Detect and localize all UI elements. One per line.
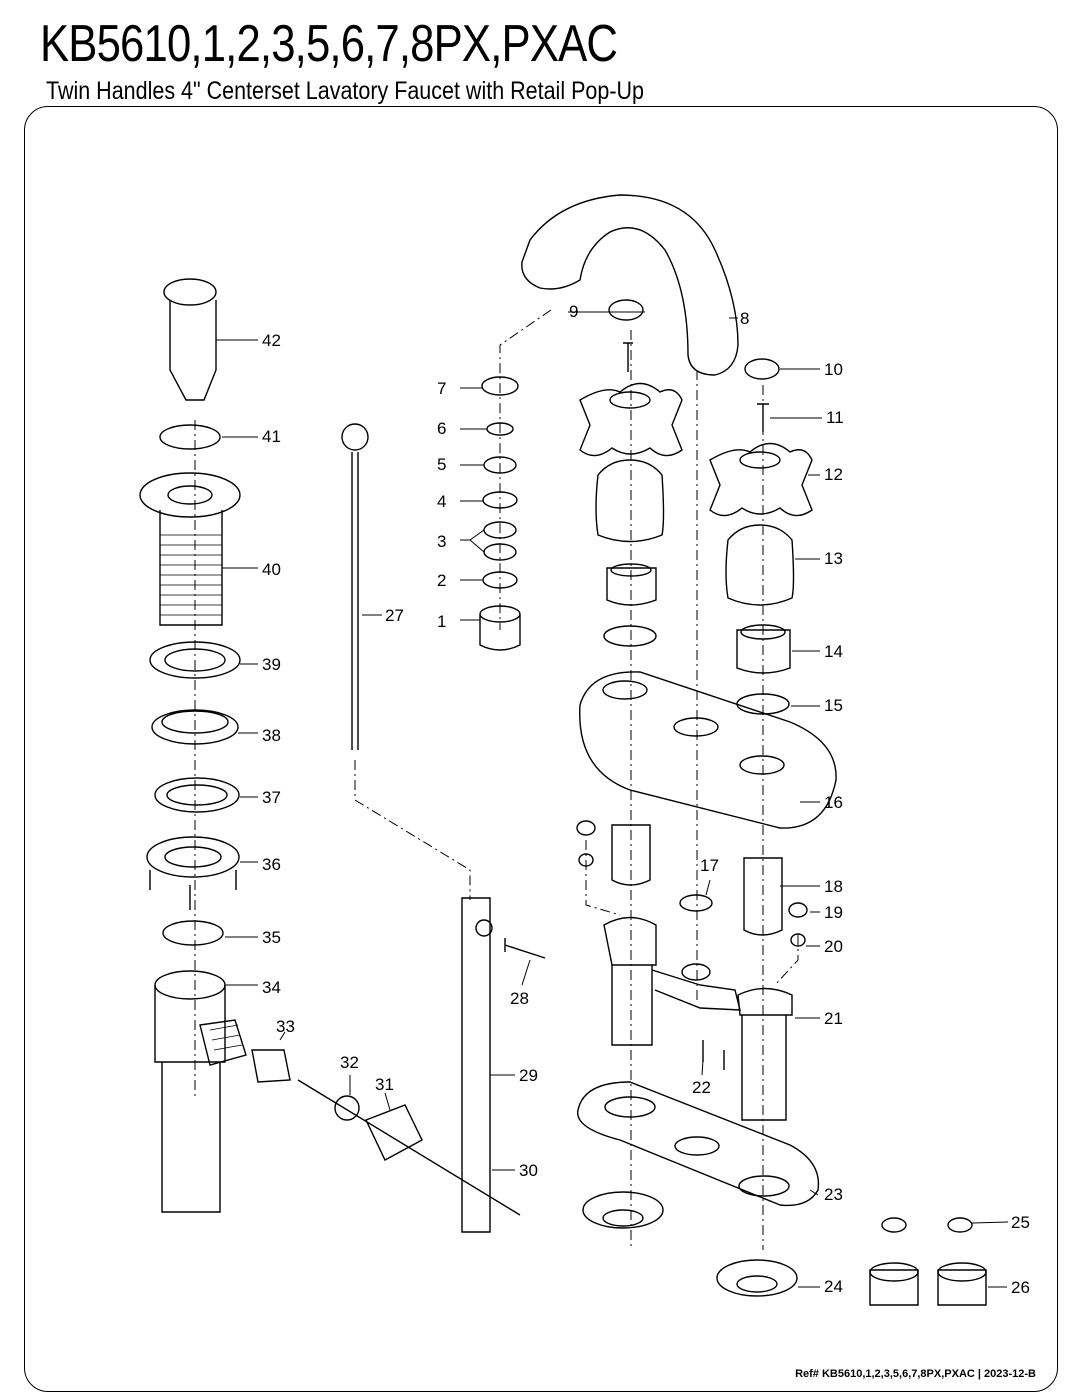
callout-5: 5 bbox=[437, 455, 447, 474]
callout-9: 9 bbox=[569, 302, 579, 321]
callout-12: 12 bbox=[824, 465, 843, 484]
callout-27: 27 bbox=[385, 606, 404, 625]
valve-body bbox=[603, 916, 793, 1121]
callout-21: 21 bbox=[824, 1009, 843, 1028]
callout-10: 10 bbox=[824, 360, 843, 379]
callout-37: 37 bbox=[262, 788, 281, 807]
callout-13: 13 bbox=[824, 549, 843, 568]
callout-17: 17 bbox=[700, 856, 719, 875]
callout-7: 7 bbox=[437, 379, 447, 398]
callout-36: 36 bbox=[262, 855, 281, 874]
callout-35: 35 bbox=[262, 928, 281, 947]
callout-1: 1 bbox=[437, 612, 447, 631]
callout-34: 34 bbox=[262, 978, 281, 997]
leader-lines bbox=[216, 311, 1009, 1288]
callout-39: 39 bbox=[262, 655, 281, 674]
callout-24: 24 bbox=[824, 1277, 843, 1296]
cross-handle-right bbox=[709, 442, 813, 517]
callout-28: 28 bbox=[510, 989, 529, 1008]
callout-29: 29 bbox=[519, 1066, 538, 1085]
callout-41: 41 bbox=[262, 427, 281, 446]
callout-38: 38 bbox=[262, 726, 281, 745]
callout-22: 22 bbox=[692, 1078, 711, 1097]
callout-30: 30 bbox=[519, 1161, 538, 1180]
callout-8: 8 bbox=[740, 309, 750, 328]
diagram-frame bbox=[24, 106, 1058, 1392]
callout-4: 4 bbox=[437, 492, 447, 511]
product-description: Twin Handles 4" Centerset Lavatory Fauce… bbox=[46, 77, 644, 105]
callout-6: 6 bbox=[437, 419, 447, 438]
callout-32: 32 bbox=[340, 1053, 359, 1072]
callout-42: 42 bbox=[262, 331, 281, 350]
callout-25: 25 bbox=[1011, 1213, 1030, 1232]
callout-19: 19 bbox=[824, 903, 843, 922]
cross-handle-left bbox=[579, 382, 683, 457]
callout-20: 20 bbox=[824, 937, 843, 956]
spout bbox=[521, 194, 739, 376]
callout-26: 26 bbox=[1011, 1278, 1030, 1297]
callout-14: 14 bbox=[824, 642, 843, 661]
pop-up-stopper bbox=[163, 278, 217, 401]
callout-40: 40 bbox=[262, 560, 281, 579]
callout-16: 16 bbox=[824, 793, 843, 812]
callout-31: 31 bbox=[375, 1075, 394, 1094]
callout-2: 2 bbox=[437, 571, 447, 590]
callout-11: 11 bbox=[826, 408, 844, 427]
model-number-title: KB5610,1,2,3,5,6,7,8PX,PXAC bbox=[40, 15, 618, 73]
callout-15: 15 bbox=[824, 696, 843, 715]
reference-number: Ref# KB5610,1,2,3,5,6,7,8PX,PXAC | 2023-… bbox=[795, 1368, 1036, 1380]
callout-3: 3 bbox=[437, 532, 447, 551]
callout-23: 23 bbox=[824, 1185, 843, 1204]
callout-33: 33 bbox=[276, 1017, 295, 1036]
assembly-lines bbox=[194, 309, 799, 1250]
callout-18: 18 bbox=[824, 877, 843, 896]
